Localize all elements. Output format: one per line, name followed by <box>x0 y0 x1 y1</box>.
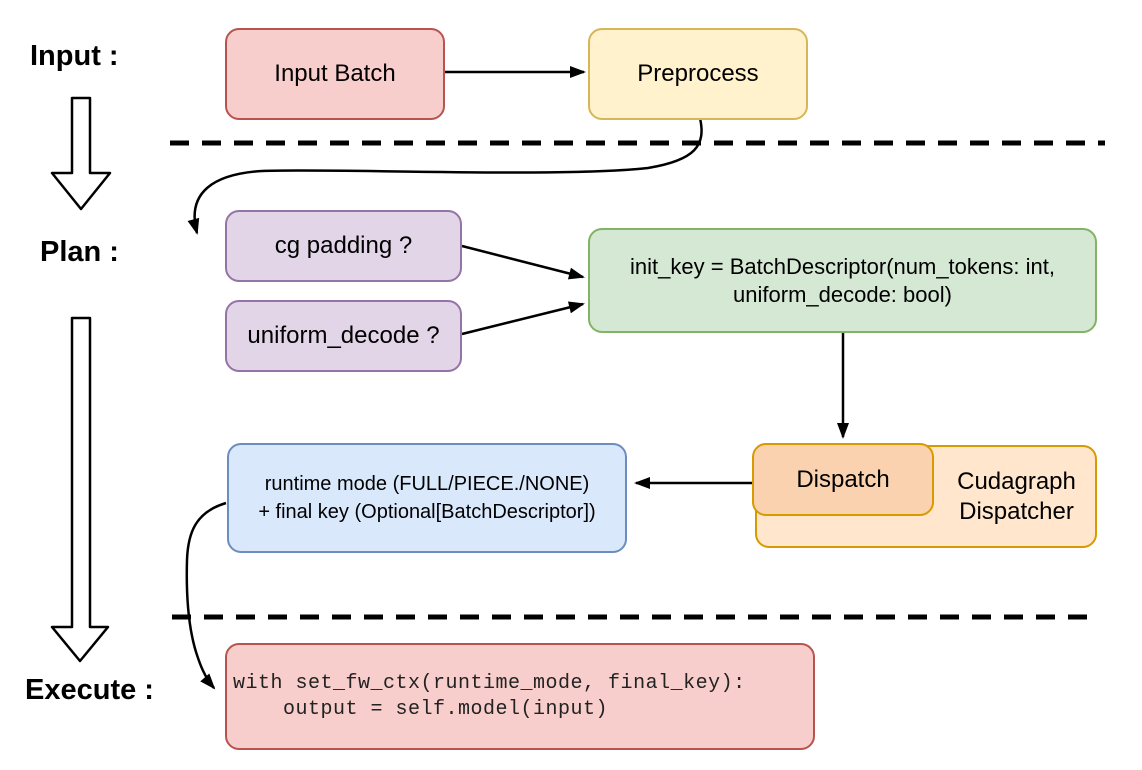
stage-label-input: Input : <box>30 40 119 72</box>
node-input-batch-label: Input Batch <box>274 60 396 87</box>
edge-cgpadding-initkey <box>461 244 585 280</box>
edge-uniformdecode-initkey <box>461 301 585 336</box>
node-cudagraph-dispatcher-label: Cudagraph Dispatcher <box>939 447 1094 546</box>
node-dispatch-label: Dispatch <box>796 465 890 493</box>
node-runtime-mode: runtime mode (FULL/PIECE./NONE) + final … <box>227 443 627 553</box>
node-input-batch: Input Batch <box>225 28 445 120</box>
edge-runtimemode-executecode <box>185 501 227 690</box>
node-init-key-line1: init_key = BatchDescriptor(num_tokens: i… <box>630 254 1055 279</box>
node-cg-padding-label: cg padding ? <box>274 232 413 259</box>
input-to-plan-arrow-icon <box>50 96 112 211</box>
node-execute-code: with set_fw_ctx(runtime_mode, final_key)… <box>225 643 815 750</box>
node-preprocess-label: Preprocess <box>637 60 759 87</box>
stage-label-execute: Execute : <box>25 674 154 706</box>
plan-to-execute-arrow-icon <box>50 316 110 663</box>
node-cg-padding: cg padding ? <box>225 210 462 282</box>
node-uniform-decode: uniform_decode ? <box>225 300 462 372</box>
node-init-key: init_key = BatchDescriptor(num_tokens: i… <box>588 228 1097 333</box>
node-uniform-decode-label: uniform_decode ? <box>247 322 440 349</box>
stage-label-plan: Plan : <box>40 236 119 268</box>
cudagraph-line1: Cudagraph <box>957 467 1076 495</box>
execute-code-line2: output = self.model(input) <box>233 697 609 721</box>
cudagraph-line2: Dispatcher <box>959 497 1074 525</box>
node-dispatch: Dispatch <box>752 443 934 516</box>
node-runtime-mode-line2: + final key (Optional[BatchDescriptor]) <box>258 501 596 523</box>
node-preprocess: Preprocess <box>588 28 808 120</box>
node-runtime-mode-line1: runtime mode (FULL/PIECE./NONE) <box>264 473 590 495</box>
node-init-key-line2: uniform_decode: bool) <box>733 281 952 307</box>
execute-code-line1: with set_fw_ctx(runtime_mode, final_key)… <box>233 671 746 695</box>
edge-preprocess-cgpadding <box>187 117 703 235</box>
